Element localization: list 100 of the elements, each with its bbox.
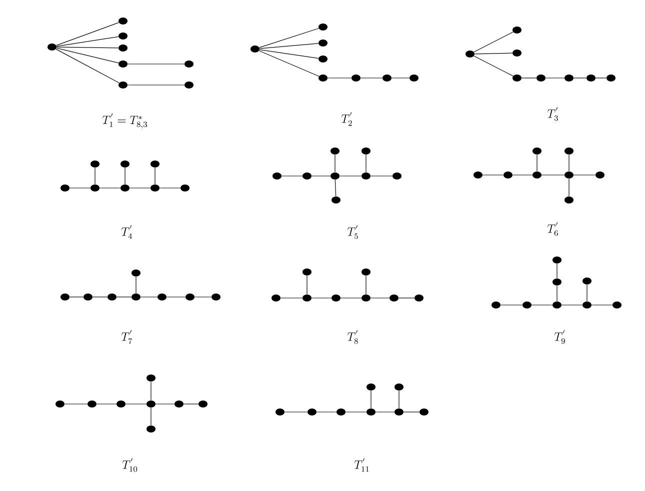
vertex [564, 74, 574, 82]
edge [259, 43, 319, 49]
vertex [108, 294, 116, 300]
edge [150, 381, 152, 401]
edge [154, 167, 156, 185]
vertex [330, 148, 340, 154]
vertex [302, 294, 312, 302]
vertex [146, 400, 156, 408]
vertex [362, 294, 370, 302]
edge [166, 296, 186, 298]
vertex [466, 50, 474, 58]
edge [334, 179, 336, 197]
edge [541, 174, 565, 176]
edge [474, 32, 514, 52]
vertex [318, 56, 328, 62]
vertex [606, 74, 616, 82]
vertex [394, 384, 404, 390]
tree-label: $T_{9}^{'}$ [554, 330, 565, 344]
edge [586, 284, 588, 302]
vertex [474, 172, 482, 178]
edge [124, 167, 126, 185]
vertex [308, 408, 316, 416]
vertex [522, 302, 532, 308]
vertex [146, 426, 156, 432]
edge [56, 46, 119, 48]
vertex [60, 184, 70, 192]
vertex [174, 400, 184, 408]
edge [568, 178, 570, 197]
vertex [552, 278, 562, 286]
edge [512, 174, 533, 176]
edge [474, 56, 514, 76]
vertex [612, 302, 622, 308]
vertex [532, 172, 542, 178]
edge [334, 154, 336, 173]
edge [92, 296, 108, 298]
edge [140, 296, 158, 298]
edge [194, 296, 212, 298]
edge [561, 304, 583, 306]
vertex [158, 294, 166, 300]
vertex [332, 196, 340, 204]
edge [474, 52, 513, 54]
vertex [596, 172, 604, 178]
vertex [552, 256, 562, 264]
edge [56, 22, 120, 46]
vertex [272, 172, 282, 180]
edge [500, 304, 523, 306]
vertex [366, 408, 376, 416]
vertex [48, 44, 56, 50]
vertex [90, 184, 100, 192]
vertex [250, 46, 260, 52]
vertex [394, 408, 404, 416]
edge [116, 296, 132, 298]
edge [531, 304, 553, 306]
vertex [420, 408, 428, 416]
vertex [536, 74, 546, 82]
vertex [272, 294, 280, 302]
vertex [582, 278, 592, 284]
edge [482, 174, 504, 176]
vertex [302, 172, 312, 180]
vertex [504, 172, 512, 178]
tree-label: $T_{2}^{'}$ [341, 112, 352, 126]
edge [306, 275, 308, 295]
tree-label: $T_{7}^{'}$ [121, 330, 132, 344]
edge [573, 174, 596, 176]
vertex [336, 408, 346, 416]
vertex [564, 172, 574, 178]
edge [69, 296, 84, 298]
tree-label: $T_{5}^{'}$ [347, 225, 358, 239]
vertex [512, 50, 522, 56]
tree-label: $T_{11}^{'}$ [354, 458, 369, 472]
tree-label: $T_{8}^{'}$ [347, 330, 358, 344]
vertex [120, 184, 130, 192]
vertex [88, 400, 96, 408]
tree-label: $T_{4}^{'}$ [121, 225, 132, 239]
vertex [60, 294, 70, 300]
edge [150, 407, 152, 426]
vertex [564, 148, 574, 154]
vertex [390, 294, 398, 302]
vertex [276, 408, 284, 416]
vertex [184, 60, 194, 68]
vertex [198, 400, 208, 408]
tree-label: $T_{10}^{'}$ [122, 458, 138, 472]
vertex [132, 294, 140, 300]
edge [556, 285, 558, 302]
vertex [552, 302, 562, 308]
vertex [362, 268, 370, 276]
tree-label: $T_{1}^{'} = T_{8,3}^{*}$ [102, 113, 147, 128]
vertex [84, 294, 92, 300]
vertex [118, 44, 128, 52]
vertex [532, 148, 542, 154]
edge [536, 154, 538, 172]
edge [56, 36, 119, 47]
vertex [56, 400, 64, 408]
edge [258, 50, 320, 77]
vertex [318, 40, 328, 46]
vertex [330, 172, 340, 180]
vertex [586, 74, 596, 82]
vertex [366, 384, 376, 390]
vertex [90, 160, 100, 168]
vertex [512, 26, 522, 34]
